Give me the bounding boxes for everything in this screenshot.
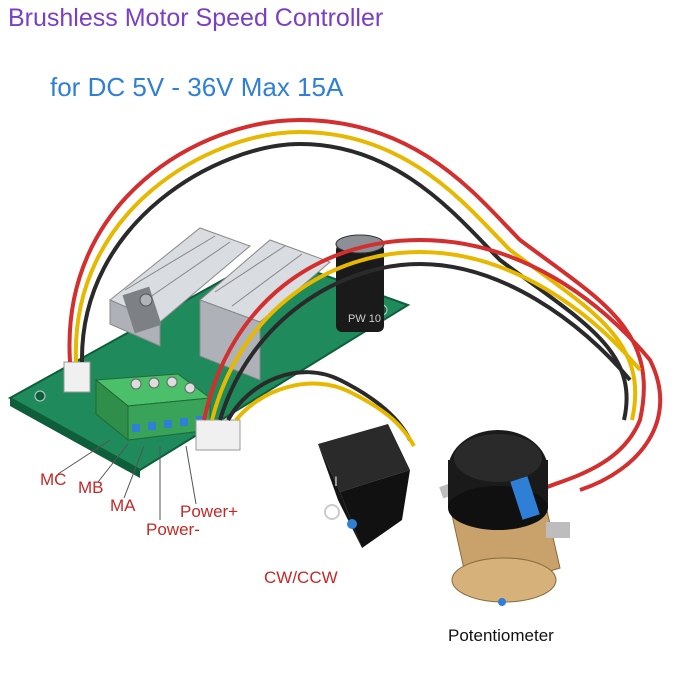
- terminal-block: [94, 373, 212, 442]
- product-title: Brushless Motor Speed Controller: [8, 4, 384, 32]
- connector-left: [63, 361, 91, 393]
- product-subtitle: for DC 5V - 36V Max 15A: [50, 72, 344, 102]
- label-ma: MA: [110, 496, 136, 515]
- potentiometer: [439, 430, 570, 606]
- rocker-switch: I: [318, 424, 410, 548]
- capacitor-marking: PW 10: [348, 313, 381, 325]
- wire-bundle: [67, 117, 663, 492]
- label-leaders: [57, 439, 197, 520]
- label-mc: MC: [40, 470, 67, 489]
- label-mb: MB: [78, 478, 104, 497]
- label-cw-ccw: CW/CCW: [264, 568, 338, 587]
- heatsink-right: [199, 239, 331, 381]
- label-potentiometer: Potentiometer: [448, 626, 554, 645]
- mounting-hole: [34, 390, 46, 402]
- label-power-minus: Power-: [146, 520, 200, 539]
- pcb-board-edge: [10, 398, 140, 478]
- svg-text:I: I: [334, 473, 338, 489]
- label-power-plus: Power+: [180, 502, 239, 521]
- connector-right: [195, 419, 241, 451]
- mosfet-screw: [139, 293, 153, 307]
